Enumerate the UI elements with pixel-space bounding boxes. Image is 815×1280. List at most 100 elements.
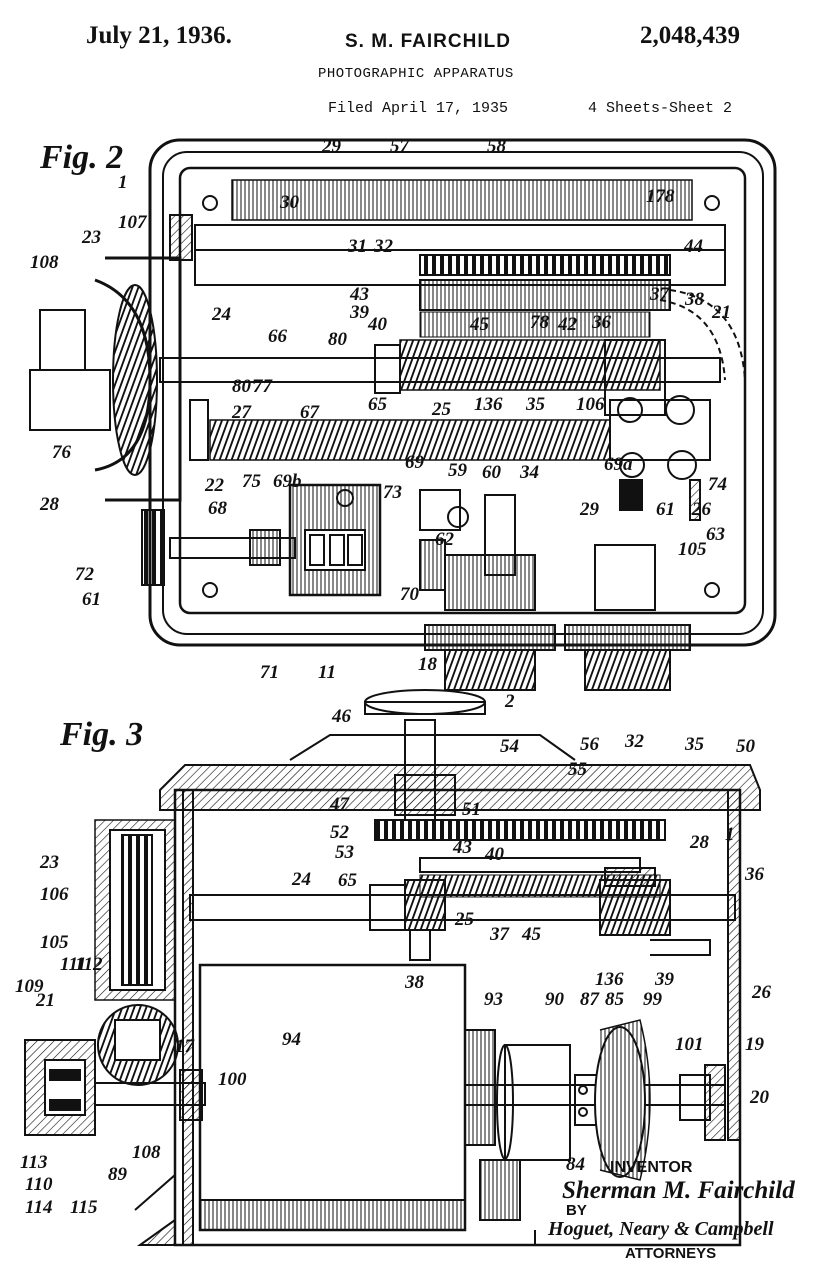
reference-numeral: 32 xyxy=(624,731,645,752)
reference-numeral: 107 xyxy=(118,212,148,233)
reference-numeral: 110 xyxy=(25,1174,53,1195)
reference-numeral: 35 xyxy=(525,394,546,415)
reference-numeral: 76 xyxy=(52,442,72,463)
reference-numeral: 19 xyxy=(745,1034,765,1055)
reference-numeral: 67 xyxy=(300,402,321,423)
reference-numeral: 36 xyxy=(591,312,612,333)
reference-numeral: 69b xyxy=(273,471,302,492)
reference-numeral: 65 xyxy=(338,870,358,891)
attorneys-label: ATTORNEYS xyxy=(625,1245,716,1262)
reference-numeral: 38 xyxy=(404,972,425,993)
reference-numeral: 28 xyxy=(39,494,60,515)
reference-numeral: 35 xyxy=(684,734,705,755)
filed-date: Filed April 17, 1935 xyxy=(328,100,509,117)
reference-numeral: 78 xyxy=(530,312,550,333)
reference-numeral: 115 xyxy=(70,1197,98,1218)
reference-numeral: 105 xyxy=(40,932,69,953)
reference-numeral: 46 xyxy=(331,706,352,727)
reference-numeral: 136 xyxy=(474,394,503,415)
figure-2 xyxy=(29,138,777,691)
attorneys-signature: Hoguet, Neary & Campbell xyxy=(547,1218,774,1240)
figure-3 xyxy=(24,689,761,1247)
reference-numeral: 21 xyxy=(711,302,731,323)
reference-numeral: 108 xyxy=(30,252,59,273)
reference-numeral: 99 xyxy=(643,989,663,1010)
reference-numeral: 108 xyxy=(132,1142,161,1163)
reference-numeral: 100 xyxy=(218,1069,247,1090)
reference-numeral: 31 xyxy=(347,236,367,257)
reference-numeral: 1 xyxy=(725,824,735,845)
reference-numeral: 59 xyxy=(448,460,468,481)
reference-numeral: 29 xyxy=(321,136,342,157)
reference-numeral: 53 xyxy=(335,842,354,863)
reference-numeral: 69a xyxy=(604,454,633,475)
reference-numeral: 25 xyxy=(454,909,475,930)
reference-numeral: 74 xyxy=(708,474,727,495)
reference-numeral: 1 xyxy=(118,172,128,193)
reference-numeral: 44 xyxy=(683,236,703,257)
reference-numeral: 90 xyxy=(545,989,565,1010)
reference-numeral: 47 xyxy=(329,794,351,815)
reference-numeral: 112 xyxy=(75,954,103,975)
reference-numeral: 73 xyxy=(383,482,402,503)
reference-numeral: 56 xyxy=(580,734,600,755)
reference-numeral: 25 xyxy=(431,399,452,420)
reference-numeral: 37 xyxy=(489,924,511,945)
reference-numeral: 114 xyxy=(25,1197,52,1218)
reference-numeral: 24 xyxy=(211,304,231,325)
reference-numeral: 23 xyxy=(39,852,59,873)
reference-numeral: 30 xyxy=(279,192,300,213)
reference-numeral: 109 xyxy=(15,976,44,997)
fig3-label: Fig. 3 xyxy=(59,716,143,753)
reference-numeral: 57 xyxy=(390,136,411,157)
reference-numeral: 58 xyxy=(487,136,507,157)
reference-numeral: 26 xyxy=(691,499,712,520)
reference-numeral: 65 xyxy=(368,394,388,415)
reference-numeral: 39 xyxy=(349,302,370,323)
patent-date: July 21, 1936. xyxy=(86,22,232,49)
reference-numeral: 106 xyxy=(40,884,69,905)
reference-numeral: 75 xyxy=(242,471,262,492)
reference-numeral: 54 xyxy=(500,736,519,757)
reference-numeral: 71 xyxy=(260,662,279,683)
reference-numeral: 32 xyxy=(373,236,394,257)
reference-numeral: 84 xyxy=(566,1154,585,1175)
reference-numeral: 55 xyxy=(568,759,588,780)
sheet-count: 4 Sheets-Sheet 2 xyxy=(588,100,733,117)
reference-numeral: 61 xyxy=(82,589,101,610)
reference-numeral: 80 xyxy=(328,329,348,350)
reference-numeral: 28 xyxy=(689,832,710,853)
reference-numeral: 27 xyxy=(231,402,253,423)
reference-numeral: 37 xyxy=(649,284,671,305)
reference-numeral: 17 xyxy=(175,1036,196,1057)
reference-numeral: 40 xyxy=(367,314,388,335)
reference-numeral: 42 xyxy=(557,314,578,335)
fig2-label: Fig. 2 xyxy=(39,139,123,176)
reference-numeral: 66 xyxy=(268,326,288,347)
reference-numeral: 77 xyxy=(253,376,274,397)
reference-numeral: 136 xyxy=(595,969,624,990)
reference-numeral: 113 xyxy=(20,1152,47,1173)
reference-numeral: 68 xyxy=(208,498,228,519)
reference-numeral: 63 xyxy=(706,524,725,545)
reference-numeral: 45 xyxy=(521,924,542,945)
reference-numeral: 93 xyxy=(484,989,503,1010)
reference-numeral: 94 xyxy=(282,1029,301,1050)
reference-numeral: 50 xyxy=(736,736,756,757)
inventor-header: S. M. FAIRCHILD xyxy=(345,31,511,52)
inventor-label: INVENTOR xyxy=(610,1159,693,1176)
reference-numeral: 60 xyxy=(482,462,502,483)
patent-number: 2,048,439 xyxy=(640,22,740,49)
reference-numeral: 23 xyxy=(81,227,101,248)
reference-numeral: 26 xyxy=(751,982,772,1003)
reference-numeral: 36 xyxy=(744,864,765,885)
reference-numeral: 62 xyxy=(435,529,455,550)
reference-numeral: 40 xyxy=(484,844,505,865)
reference-numeral: 178 xyxy=(646,186,675,207)
inventor-signature: Sherman M. Fairchild xyxy=(562,1177,795,1204)
reference-numeral: 43 xyxy=(452,837,472,858)
reference-numeral: 89 xyxy=(108,1164,128,1185)
